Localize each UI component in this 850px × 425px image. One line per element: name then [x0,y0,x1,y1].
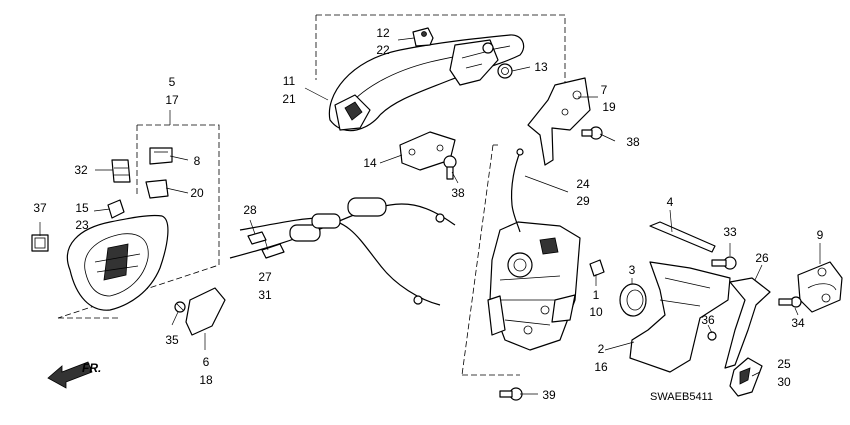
callout-15: 15 [75,201,89,215]
clip-20 [145,179,169,199]
callout-24: 24 [576,177,590,191]
inside-door-handle [66,214,169,311]
callout-33: 33 [723,225,737,239]
callout-5: 5 [169,75,176,89]
callout-8: 8 [194,154,201,168]
handle-cap-nut [497,63,513,79]
callout-18: 18 [199,373,213,387]
protector-2-16 [629,261,731,373]
callout-1: 1 [593,288,600,302]
callout-12: 12 [376,26,390,40]
front-direction-arrow: FR. [47,361,101,389]
callout-17: 17 [165,93,179,107]
diagram-code: SWAEB5411 [650,391,713,403]
callout-25: 25 [777,357,791,371]
callout-22: 22 [376,43,390,57]
direction-label: FR. [82,361,101,375]
callout-35: 35 [165,333,179,347]
leader-lines [39,37,821,395]
bolt-38-upper [443,155,457,180]
striker-9 [797,261,843,313]
callout-21: 21 [282,92,296,106]
rod-26 [724,277,771,369]
callout-38-upper: 38 [451,186,465,200]
latch-rod [510,148,524,233]
clip-8 [149,147,173,165]
clip-32 [111,159,131,183]
clip-15 [107,199,125,219]
callout-20: 20 [190,186,204,200]
callout-39: 39 [542,388,556,402]
callout-3: 3 [629,263,636,277]
handle-bracket [527,77,591,166]
callout-14: 14 [363,156,377,170]
callout-6: 6 [203,355,210,369]
callout-37: 37 [33,201,47,215]
callout-38-right: 38 [626,135,640,149]
callout-27: 27 [258,270,272,284]
cap-6 [185,287,226,336]
handle-clip [412,27,434,47]
latch-group-box [461,144,520,376]
outer-handle-group-box [315,14,566,107]
bolt-38-right [581,126,603,140]
cover-25-30 [729,357,763,397]
callout-2: 2 [598,342,605,356]
callout-32: 32 [74,163,88,177]
callout-23: 23 [75,218,89,232]
callout-9: 9 [817,228,824,242]
screw-36 [707,331,717,341]
clip-1-10 [589,259,605,277]
seal-3 [619,283,647,317]
callout-10: 10 [589,305,603,319]
screw-33 [711,256,737,270]
callout-31: 31 [258,288,272,302]
callout-26: 26 [755,251,769,265]
callout-4: 4 [667,195,674,209]
bolt-39 [499,387,523,401]
bolt-34 [778,296,802,308]
screw-35 [174,301,186,313]
callout-30: 30 [777,375,791,389]
clip-37 [31,234,49,252]
callout-7: 7 [601,83,608,97]
callout-29: 29 [576,194,590,208]
callout-labels: 5 17 11 21 12 22 13 7 19 38 14 38 24 29 … [33,26,823,402]
callout-16: 16 [594,360,608,374]
rubber-strip-4 [649,221,716,253]
door-cables [229,197,456,306]
door-lock-latch [487,221,581,351]
callout-36: 36 [701,313,715,327]
callout-34: 34 [791,316,805,330]
callout-11: 11 [283,74,296,88]
callout-13: 13 [534,60,548,74]
outside-door-handle [328,34,525,132]
callout-19: 19 [602,100,616,114]
callout-28: 28 [243,203,257,217]
